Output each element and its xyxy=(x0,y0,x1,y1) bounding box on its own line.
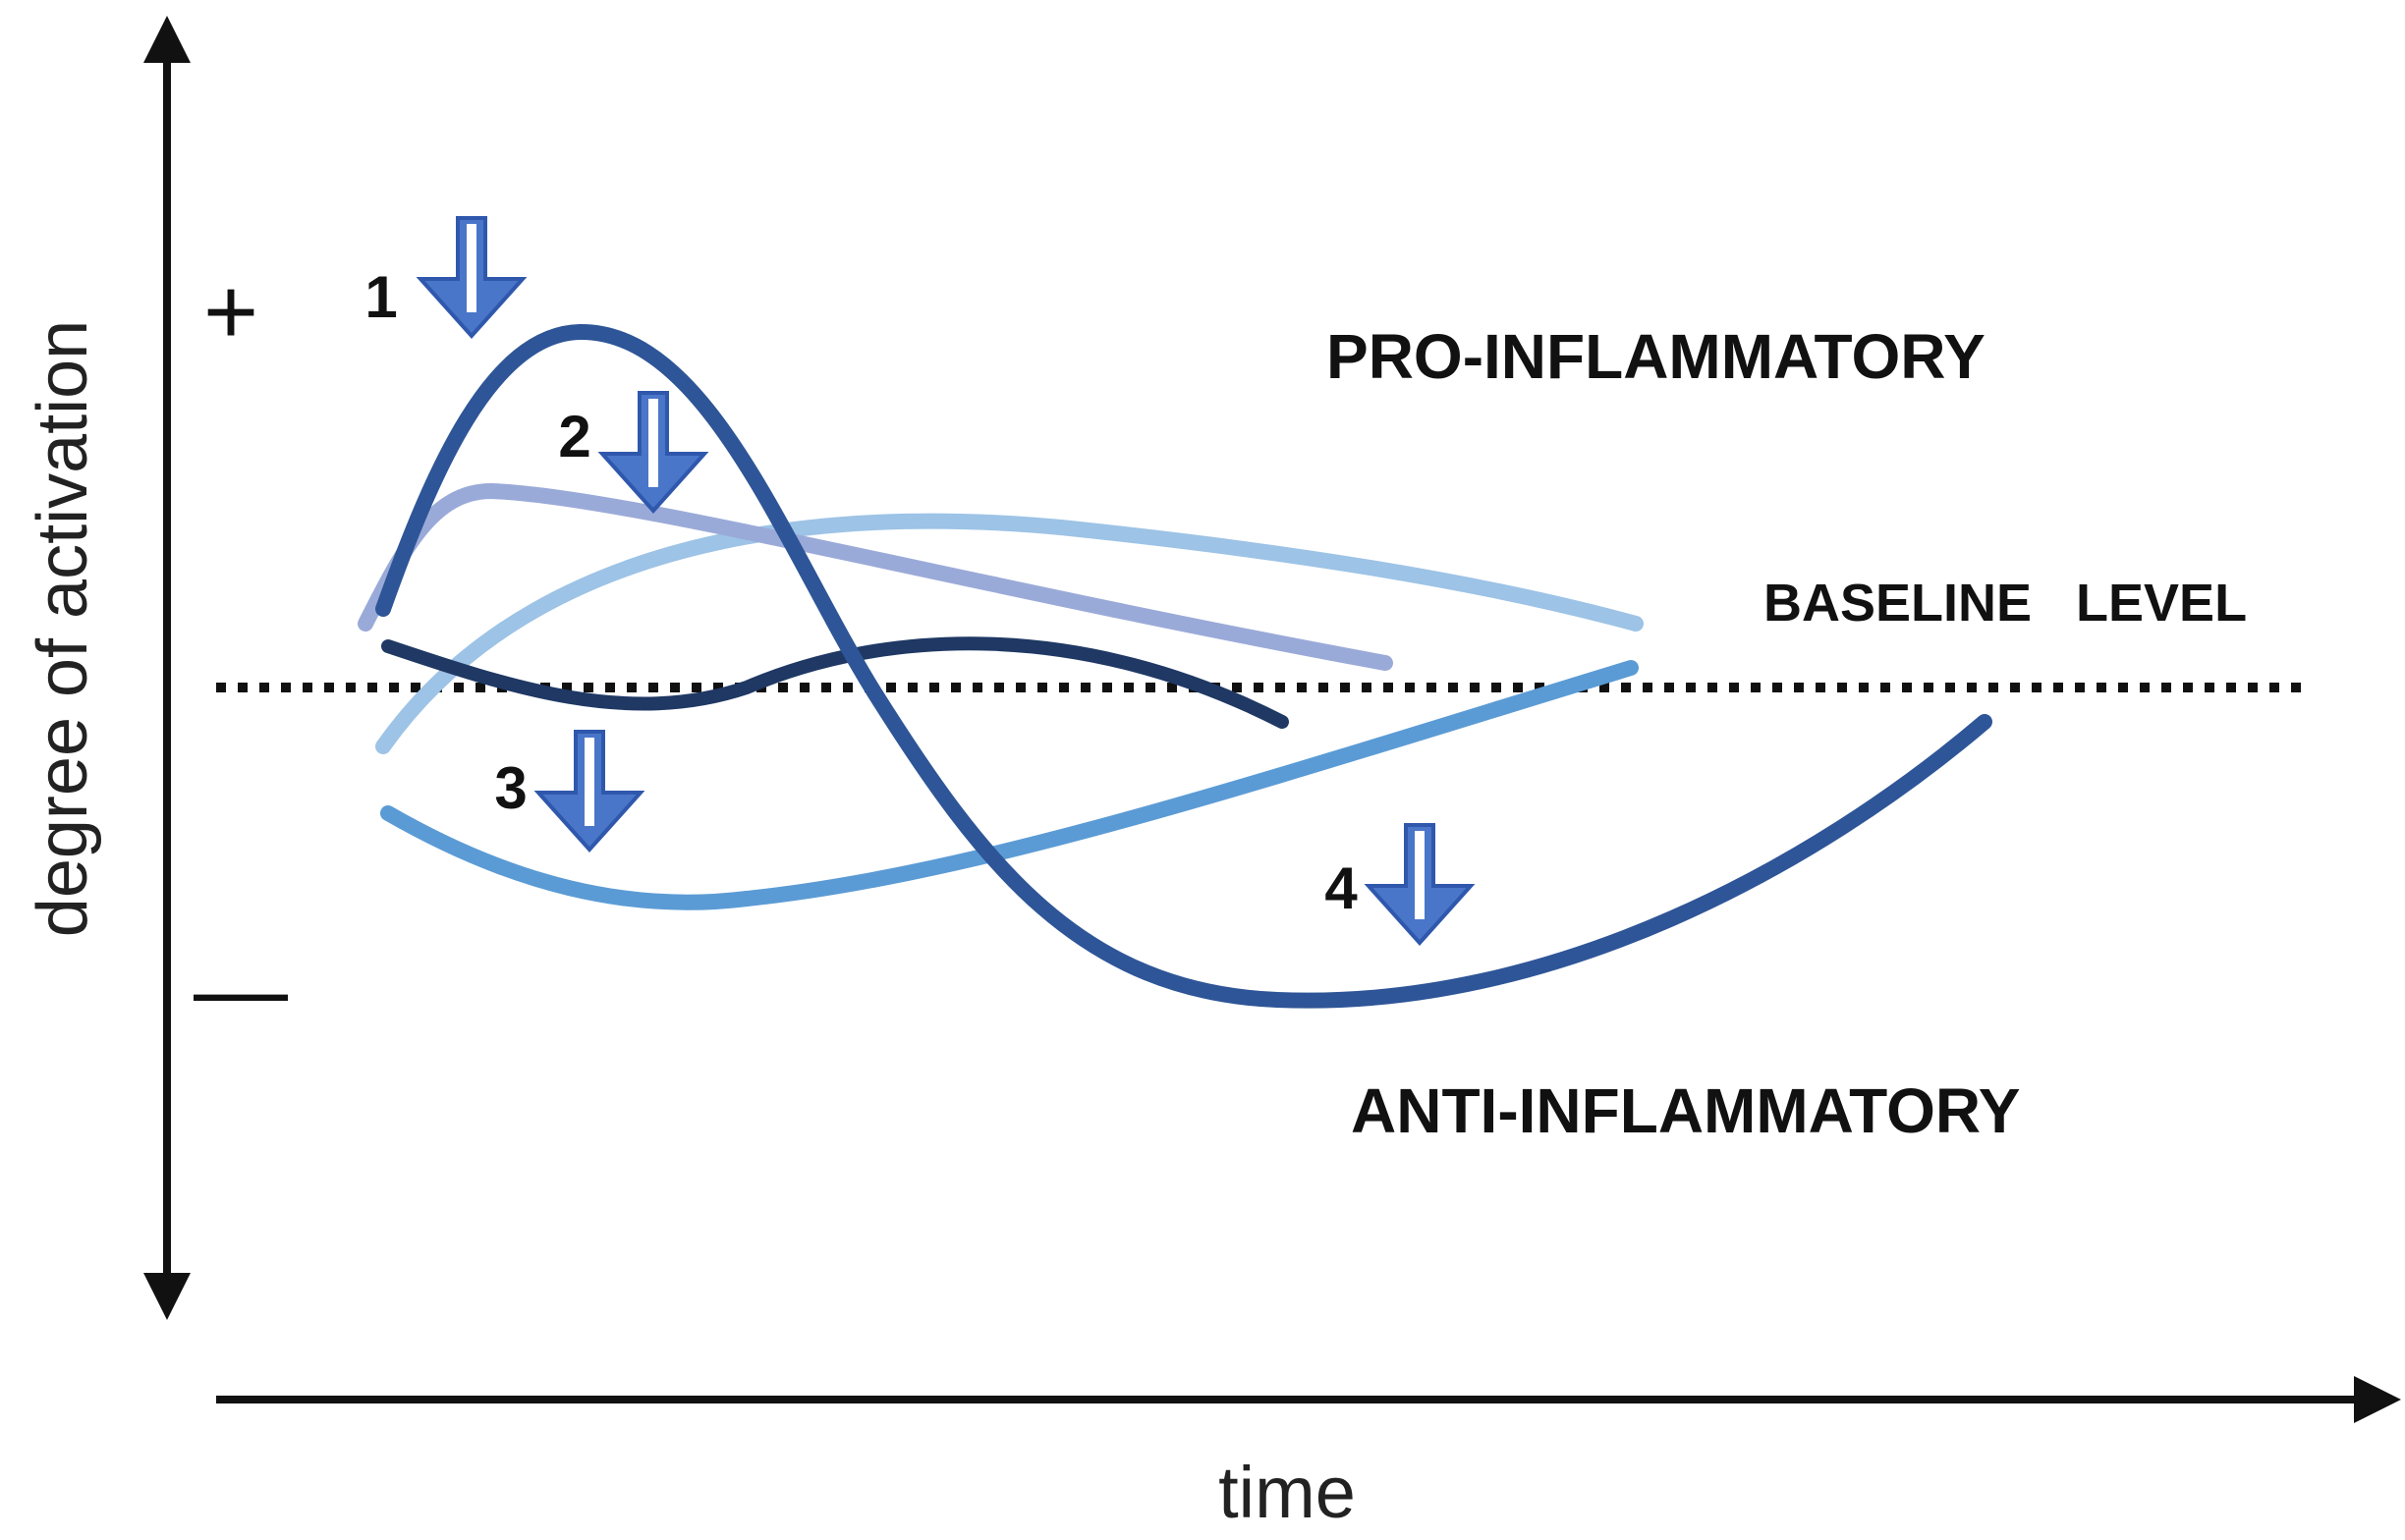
marker-2: 2 xyxy=(558,391,709,514)
marker-3: 3 xyxy=(494,730,645,852)
curve-navy xyxy=(381,636,1289,729)
minus-sign: — xyxy=(194,937,288,1042)
curve-mid-blue xyxy=(380,660,1639,910)
down-arrow-icon xyxy=(533,730,645,852)
curve-pale-blue xyxy=(375,513,1644,754)
down-arrow-icon xyxy=(597,391,709,514)
x-axis-label: time xyxy=(1218,1452,1356,1533)
plus-sign: + xyxy=(203,259,258,364)
anti-inflammatory-label: ANTI-INFLAMMATORY xyxy=(1351,1075,2020,1146)
y-axis-label: degree of activation xyxy=(24,320,102,937)
pro-inflammatory-label: PRO-INFLAMMATORY xyxy=(1326,321,1986,392)
marker-4: 4 xyxy=(1324,823,1476,946)
marker-4-number: 4 xyxy=(1324,855,1358,921)
marker-1-number: 1 xyxy=(364,264,397,330)
marker-2-number: 2 xyxy=(558,404,590,469)
curve-main-blue xyxy=(375,323,1992,1009)
baseline-level-label: BASELINE LEVEL xyxy=(1763,574,2247,632)
marker-1: 1 xyxy=(364,216,528,339)
down-arrow-icon xyxy=(1364,823,1476,946)
marker-3-number: 3 xyxy=(494,755,527,821)
down-arrow-icon xyxy=(416,216,528,339)
